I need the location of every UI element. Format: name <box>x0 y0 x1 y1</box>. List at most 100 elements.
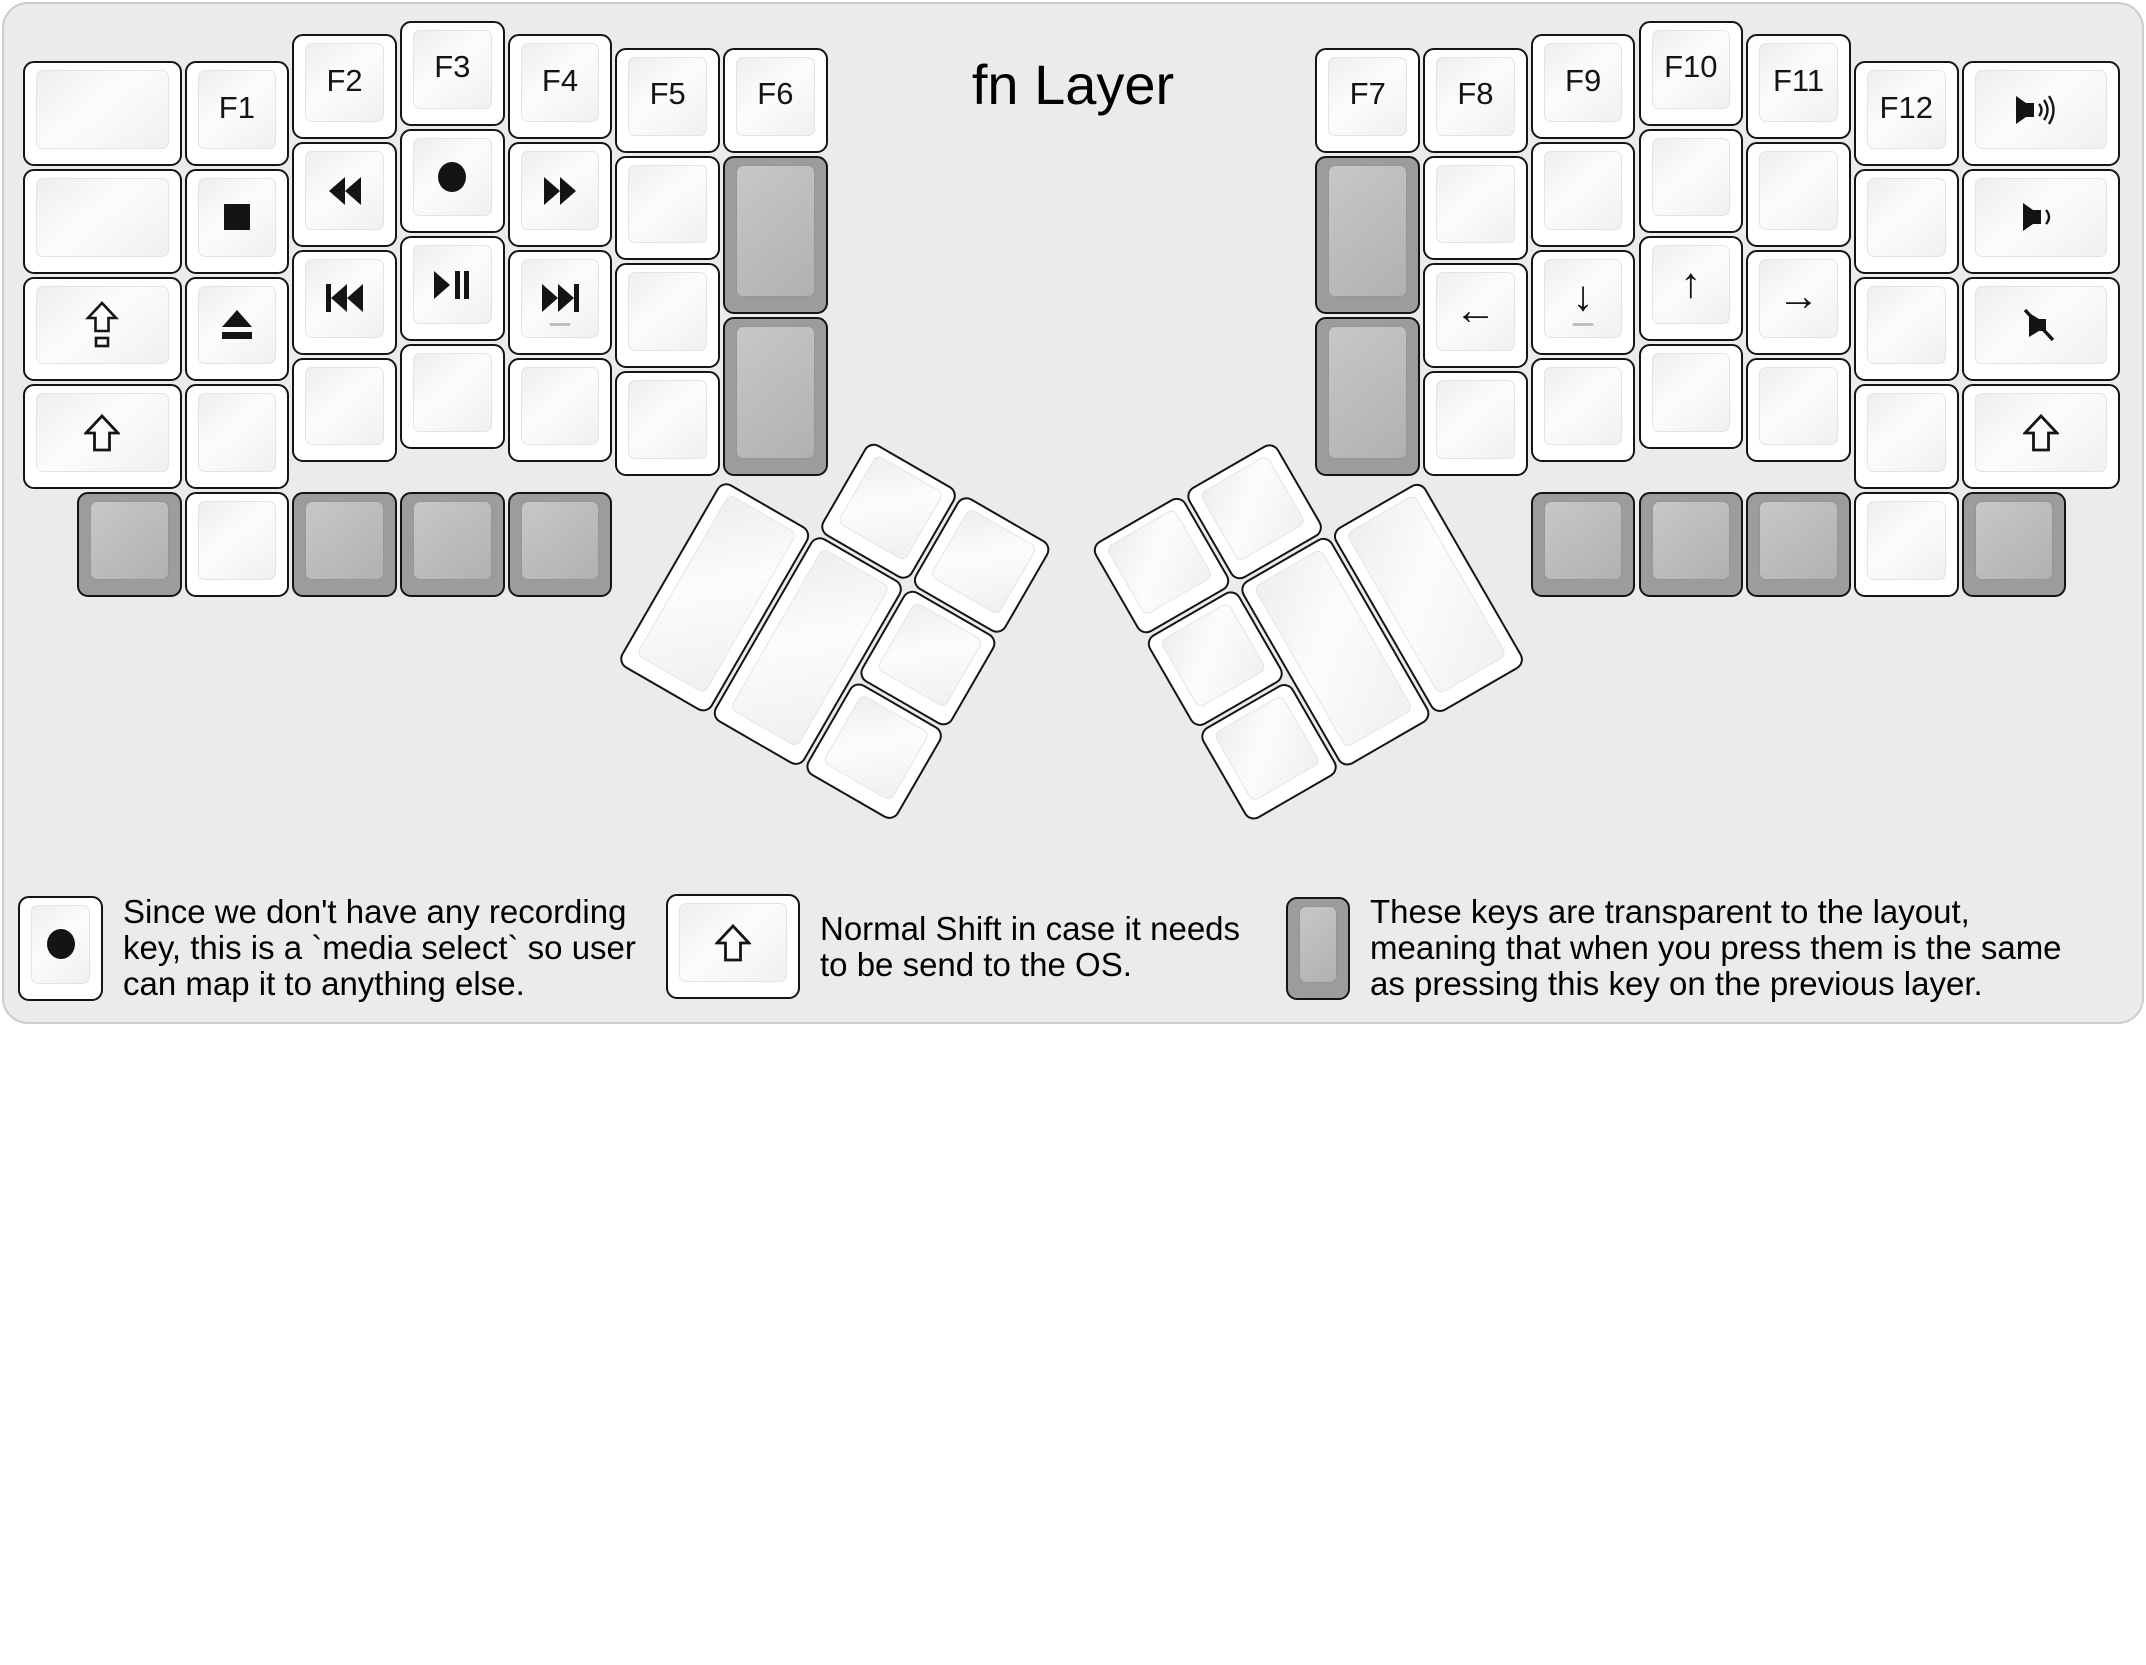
keytop <box>197 178 277 257</box>
key-blank[interactable] <box>1853 169 1959 274</box>
key-blank[interactable] <box>1638 128 1744 234</box>
key-fast-forward[interactable] <box>507 142 613 247</box>
legend-key-transparent <box>1286 896 1350 1000</box>
key-f6[interactable]: F6 <box>723 47 828 153</box>
keytop <box>1328 164 1408 298</box>
key-f4[interactable]: F4 <box>507 34 613 140</box>
record-icon <box>435 159 469 195</box>
key-blank[interactable] <box>1853 276 1959 382</box>
arrow-up-icon: ↑ <box>1680 258 1702 306</box>
key-blank[interactable] <box>615 155 721 261</box>
key-blank[interactable] <box>399 344 505 449</box>
key-play-pause[interactable] <box>399 236 505 342</box>
key-f2[interactable]: F2 <box>292 34 397 140</box>
key-arrow-down[interactable]: ↓ <box>1530 249 1636 355</box>
key-blank[interactable] <box>292 357 397 463</box>
key-blank[interactable] <box>1853 492 1959 597</box>
key-blank[interactable] <box>23 61 182 167</box>
key-volume-up[interactable] <box>1961 61 2121 167</box>
key-label: F4 <box>541 62 579 98</box>
arrow-left-icon: ← <box>1454 285 1497 333</box>
arrow-right-icon: → <box>1777 272 1820 320</box>
keytop: F9 <box>1543 43 1623 123</box>
key-f7[interactable]: F7 <box>1315 47 1421 153</box>
key-transparent[interactable] <box>723 317 828 476</box>
keytop <box>520 366 600 446</box>
key-f12[interactable]: F12 <box>1853 61 1959 167</box>
keytop <box>412 245 492 325</box>
keytop <box>197 393 277 473</box>
key-record[interactable] <box>399 128 505 234</box>
key-blank[interactable] <box>1423 371 1528 476</box>
key-rewind[interactable] <box>292 142 397 247</box>
key-mute[interactable] <box>1961 276 2121 382</box>
keytop <box>197 501 277 580</box>
key-eject[interactable] <box>184 276 290 382</box>
key-blank[interactable] <box>615 263 721 368</box>
key-transparent[interactable] <box>399 492 505 597</box>
key-f11[interactable]: F11 <box>1746 34 1851 140</box>
key-blank[interactable] <box>1530 142 1636 247</box>
legend-key-media-select <box>18 895 103 1001</box>
key-transparent[interactable] <box>1638 492 1744 597</box>
keytop <box>31 904 90 984</box>
key-volume-down[interactable] <box>1961 169 2121 274</box>
key-transparent[interactable] <box>1315 317 1421 476</box>
arrow-down-icon: ↓ <box>1572 272 1594 320</box>
key-blank[interactable] <box>1746 142 1851 247</box>
key-blank[interactable] <box>615 371 721 476</box>
keytop <box>736 326 815 459</box>
keytop: ← <box>1436 272 1515 351</box>
keytop: F11 <box>1759 43 1838 123</box>
keytop: F8 <box>1436 56 1515 136</box>
keytop: F3 <box>412 30 492 109</box>
key-prev-track[interactable] <box>292 249 397 355</box>
key-transparent[interactable] <box>1315 155 1421 315</box>
key-f8[interactable]: F8 <box>1423 47 1528 153</box>
key-blank[interactable] <box>184 384 290 490</box>
key-stop[interactable] <box>184 169 290 274</box>
key-arrow-up[interactable]: ↑ <box>1638 236 1744 342</box>
key-f10[interactable]: F10 <box>1638 21 1744 126</box>
key-arrow-right[interactable]: → <box>1746 249 1851 355</box>
keytop: F1 <box>197 70 277 150</box>
key-f1[interactable]: F1 <box>184 61 290 167</box>
key-transparent[interactable] <box>507 492 613 597</box>
key-f5[interactable]: F5 <box>615 47 721 153</box>
key-transparent[interactable] <box>292 492 397 597</box>
key-shift[interactable] <box>23 384 182 490</box>
keytop <box>36 285 169 365</box>
keytop <box>1974 70 2108 150</box>
key-transparent[interactable] <box>723 155 828 315</box>
eject-icon <box>219 310 255 340</box>
key-transparent[interactable] <box>1530 492 1636 597</box>
key-blank[interactable] <box>184 492 290 597</box>
key-next-track[interactable] <box>507 249 613 355</box>
key-label: F2 <box>326 62 363 98</box>
keytop <box>1866 393 1946 473</box>
keytop <box>1759 151 1838 230</box>
key-blank[interactable] <box>1638 344 1744 449</box>
keytop <box>628 380 708 459</box>
stop-icon <box>222 202 252 232</box>
key-transparent[interactable] <box>76 492 182 597</box>
key-f3[interactable]: F3 <box>399 21 505 126</box>
key-f9[interactable]: F9 <box>1530 34 1636 140</box>
next-track-icon <box>539 283 581 313</box>
key-blank[interactable] <box>1530 357 1636 463</box>
key-blank[interactable] <box>507 357 613 463</box>
key-blank[interactable] <box>1746 357 1851 463</box>
keytop <box>89 501 169 580</box>
key-blank[interactable] <box>23 169 182 274</box>
keytop <box>1105 508 1214 616</box>
key-caps-lock[interactable] <box>23 276 182 382</box>
keytop <box>1759 501 1838 580</box>
key-arrow-left[interactable]: ← <box>1423 263 1528 368</box>
legend-item-media-select: Since we don't have any recording key, t… <box>18 894 636 1002</box>
key-blank[interactable] <box>1853 384 1959 490</box>
key-transparent[interactable] <box>1746 492 1851 597</box>
volume-down-icon <box>2021 199 2061 235</box>
key-shift[interactable] <box>1961 384 2121 490</box>
key-blank[interactable] <box>1423 155 1528 261</box>
key-transparent[interactable] <box>1961 492 2067 597</box>
